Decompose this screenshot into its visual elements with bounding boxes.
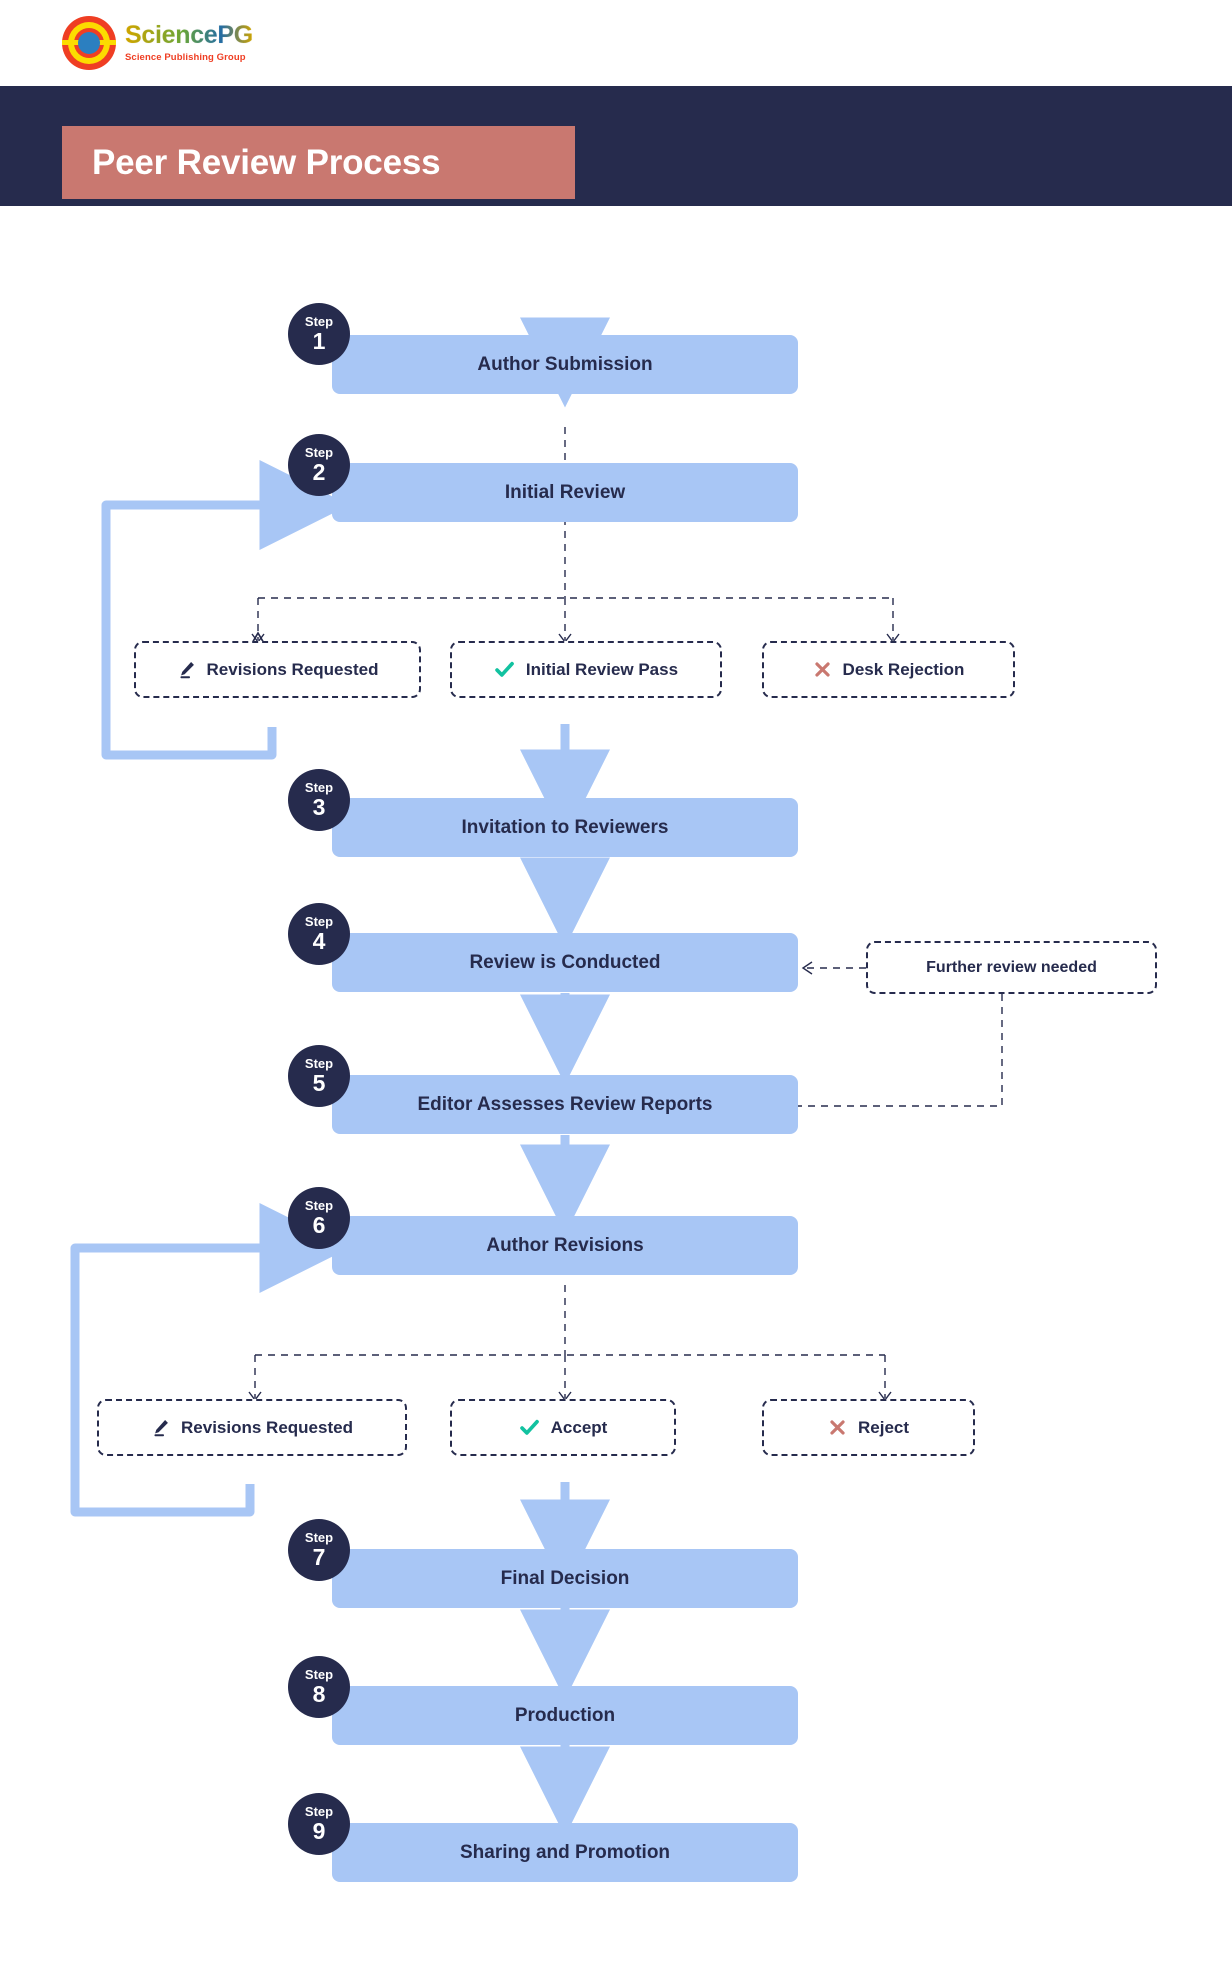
step-word-8: Step (304, 1666, 334, 1682)
step-word-7: Step (304, 1529, 334, 1545)
step-word-6: Step (304, 1197, 334, 1213)
process-box-step-7[interactable]: Final Decision (332, 1549, 798, 1608)
step-word-2: Step (304, 444, 334, 460)
process-box-step-6[interactable]: Author Revisions (332, 1216, 798, 1275)
loop-revisions-to-step2 (101, 460, 350, 760)
process-box-step-9[interactable]: Sharing and Promotion (332, 1823, 798, 1882)
process-label-step-3: Invitation to Reviewers (461, 816, 669, 838)
logo-tagline: Science Publishing Group (125, 52, 246, 64)
step-circle-3[interactable]: Step 3 (288, 769, 350, 831)
note-arrowhead (801, 961, 813, 975)
pencil-icon (151, 1418, 170, 1437)
process-label-step-5: Editor Assesses Review Reports (417, 1093, 713, 1115)
pencil-icon (177, 660, 196, 679)
step-number-5: 5 (312, 1069, 326, 1096)
process-box-step-3[interactable]: Invitation to Reviewers (332, 798, 798, 857)
step-number-2: 2 (312, 458, 326, 485)
decision-box-revisions-requested-initial[interactable]: Revisions Requested (134, 641, 421, 698)
header-bar: SciencePG Science Publishing Group (0, 0, 1232, 86)
step-circle-8[interactable]: Step 8 (288, 1656, 350, 1718)
page-title: Peer Review Process (92, 142, 441, 182)
step-circle-9[interactable]: Step 9 (288, 1793, 350, 1855)
decision-label-accept: Accept (550, 1417, 608, 1437)
check-icon (519, 1417, 540, 1438)
step-circle-1[interactable]: Step 1 (288, 303, 350, 365)
process-box-step-4[interactable]: Review is Conducted (332, 933, 798, 992)
decision-box-revisions-requested-final[interactable]: Revisions Requested (97, 1399, 407, 1456)
note-path-up (795, 968, 1003, 1107)
decision-label-reject: Reject (857, 1417, 910, 1437)
process-label-step-4: Review is Conducted (469, 951, 661, 973)
loop-revisions-to-step6 (70, 1203, 350, 1517)
step-word-4: Step (304, 913, 334, 929)
step-word-1: Step (304, 313, 334, 329)
process-label-step-7: Final Decision (500, 1567, 630, 1589)
decision-label-initial-review-pass: Initial Review Pass (525, 659, 679, 679)
decision-box-reject[interactable]: Reject (762, 1399, 975, 1456)
decision-label-revisions-requested-initial: Revisions Requested (206, 659, 379, 679)
process-box-step-2[interactable]: Initial Review (332, 463, 798, 522)
note-box-further-review-needed[interactable]: Further review needed (866, 941, 1157, 994)
sciencepg-logo-icon (62, 16, 116, 70)
process-box-step-1[interactable]: Author Submission (332, 335, 798, 394)
logo-brand-text: SciencePG (125, 21, 253, 50)
step-number-7: 7 (312, 1543, 326, 1570)
process-label-step-9: Sharing and Promotion (459, 1841, 671, 1863)
process-box-step-5[interactable]: Editor Assesses Review Reports (332, 1075, 798, 1134)
decision-box-initial-review-pass[interactable]: Initial Review Pass (450, 641, 722, 698)
cross-icon (828, 1418, 847, 1437)
step-number-8: 8 (312, 1680, 326, 1707)
decision-box-accept[interactable]: Accept (450, 1399, 676, 1456)
process-label-step-6: Author Revisions (486, 1234, 644, 1256)
step-circle-4[interactable]: Step 4 (288, 903, 350, 965)
note-label-further-review-needed: Further review needed (926, 958, 1097, 976)
step-word-3: Step (304, 779, 334, 795)
step-number-6: 6 (312, 1211, 326, 1238)
step-number-9: 9 (312, 1817, 326, 1844)
decision-label-desk-rejection: Desk Rejection (842, 659, 965, 679)
page-title-block: Peer Review Process (62, 126, 575, 199)
step-circle-6[interactable]: Step 6 (288, 1187, 350, 1249)
step-number-3: 3 (312, 793, 326, 820)
check-icon (494, 659, 515, 680)
sciencepg-logo[interactable]: SciencePG Science Publishing Group (62, 16, 253, 70)
step-word-9: Step (304, 1803, 334, 1819)
process-box-step-8[interactable]: Production (332, 1686, 798, 1745)
process-label-step-1: Author Submission (477, 353, 653, 375)
cross-icon (813, 660, 832, 679)
decision-label-revisions-requested-final: Revisions Requested (181, 1417, 353, 1437)
step-circle-2[interactable]: Step 2 (288, 434, 350, 496)
step-number-1: 1 (312, 327, 326, 354)
decision-box-desk-rejection[interactable]: Desk Rejection (762, 641, 1015, 698)
step-circle-7[interactable]: Step 7 (288, 1519, 350, 1581)
step-number-4: 4 (312, 927, 326, 954)
process-label-step-2: Initial Review (504, 481, 626, 503)
step-word-5: Step (304, 1055, 334, 1071)
step-circle-5[interactable]: Step 5 (288, 1045, 350, 1107)
process-label-step-8: Production (514, 1704, 616, 1726)
